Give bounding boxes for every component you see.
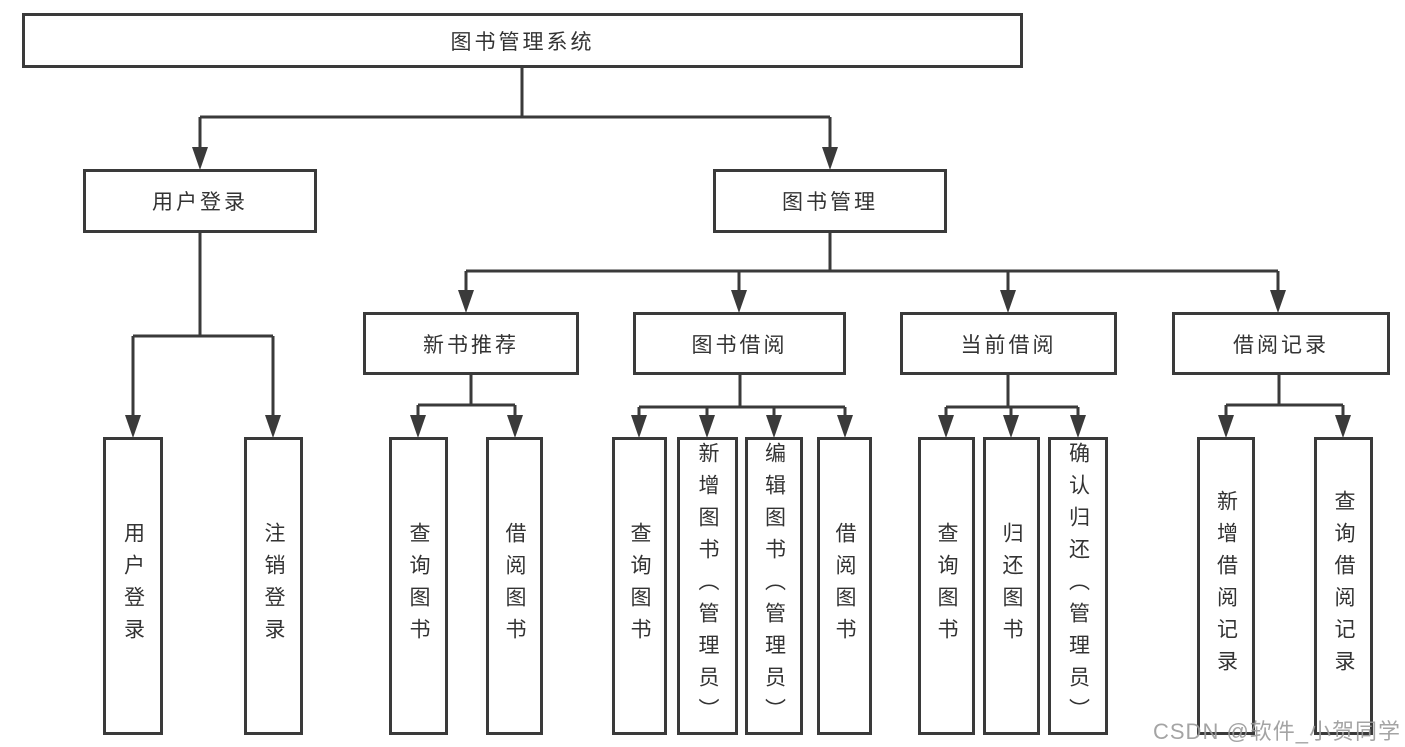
node-label: 查询图书 bbox=[628, 522, 651, 650]
node-label: 查询借阅记录 bbox=[1332, 490, 1355, 682]
node-label: 借阅图书 bbox=[503, 522, 526, 650]
node-label: 新增图书（管理员） bbox=[696, 442, 719, 730]
node-label: 图书管理系统 bbox=[450, 30, 595, 54]
node-label: 图书管理 bbox=[782, 191, 878, 214]
node-label: 当前借阅 bbox=[960, 333, 1057, 357]
leaf-confirm-return-admin: 确认归还（管理员） bbox=[1048, 437, 1108, 735]
node-label: 编辑图书（管理员） bbox=[762, 442, 786, 730]
node-label: 用户登录 bbox=[121, 522, 145, 650]
leaf-query-borrow-record: 查询借阅记录 bbox=[1314, 437, 1373, 735]
leaf-logout: 注销登录 bbox=[244, 437, 303, 735]
leaf-borrow-books-recommend: 借阅图书 bbox=[486, 437, 543, 735]
leaf-edit-books-admin: 编辑图书（管理员） bbox=[745, 437, 803, 735]
node-current-borrow: 当前借阅 bbox=[900, 312, 1117, 375]
node-label: 查询图书 bbox=[407, 522, 430, 650]
node-label: 借阅图书 bbox=[833, 522, 856, 650]
node-label: 查询图书 bbox=[935, 522, 958, 650]
node-label: 新增借阅记录 bbox=[1214, 490, 1238, 682]
leaf-query-books-recommend: 查询图书 bbox=[389, 437, 448, 735]
arrowheads bbox=[125, 147, 1351, 438]
node-label: 新书推荐 bbox=[423, 333, 519, 357]
node-user-login: 用户登录 bbox=[83, 169, 317, 233]
node-book-borrow: 图书借阅 bbox=[633, 312, 846, 375]
node-root-system: 图书管理系统 bbox=[22, 13, 1023, 68]
node-label: 用户登录 bbox=[152, 191, 248, 214]
leaf-add-borrow-record: 新增借阅记录 bbox=[1197, 437, 1255, 735]
csdn-watermark: CSDN @软件_小贺同学 bbox=[1153, 719, 1402, 744]
node-label: 归还图书 bbox=[1000, 522, 1023, 650]
node-label: 借阅记录 bbox=[1233, 333, 1329, 357]
leaf-return-books: 归还图书 bbox=[983, 437, 1040, 735]
node-label: 注销登录 bbox=[262, 522, 285, 650]
node-label: 图书借阅 bbox=[691, 333, 788, 357]
node-book-management: 图书管理 bbox=[713, 169, 947, 233]
leaf-borrow-books: 借阅图书 bbox=[817, 437, 872, 735]
leaf-add-books-admin: 新增图书（管理员） bbox=[677, 437, 738, 735]
leaf-query-books-borrow: 查询图书 bbox=[612, 437, 667, 735]
leaf-user-login: 用户登录 bbox=[103, 437, 163, 735]
node-new-book-recommend: 新书推荐 bbox=[363, 312, 579, 375]
node-label: 确认归还（管理员） bbox=[1066, 442, 1090, 730]
node-borrow-records: 借阅记录 bbox=[1172, 312, 1390, 375]
leaf-query-books-current: 查询图书 bbox=[918, 437, 975, 735]
